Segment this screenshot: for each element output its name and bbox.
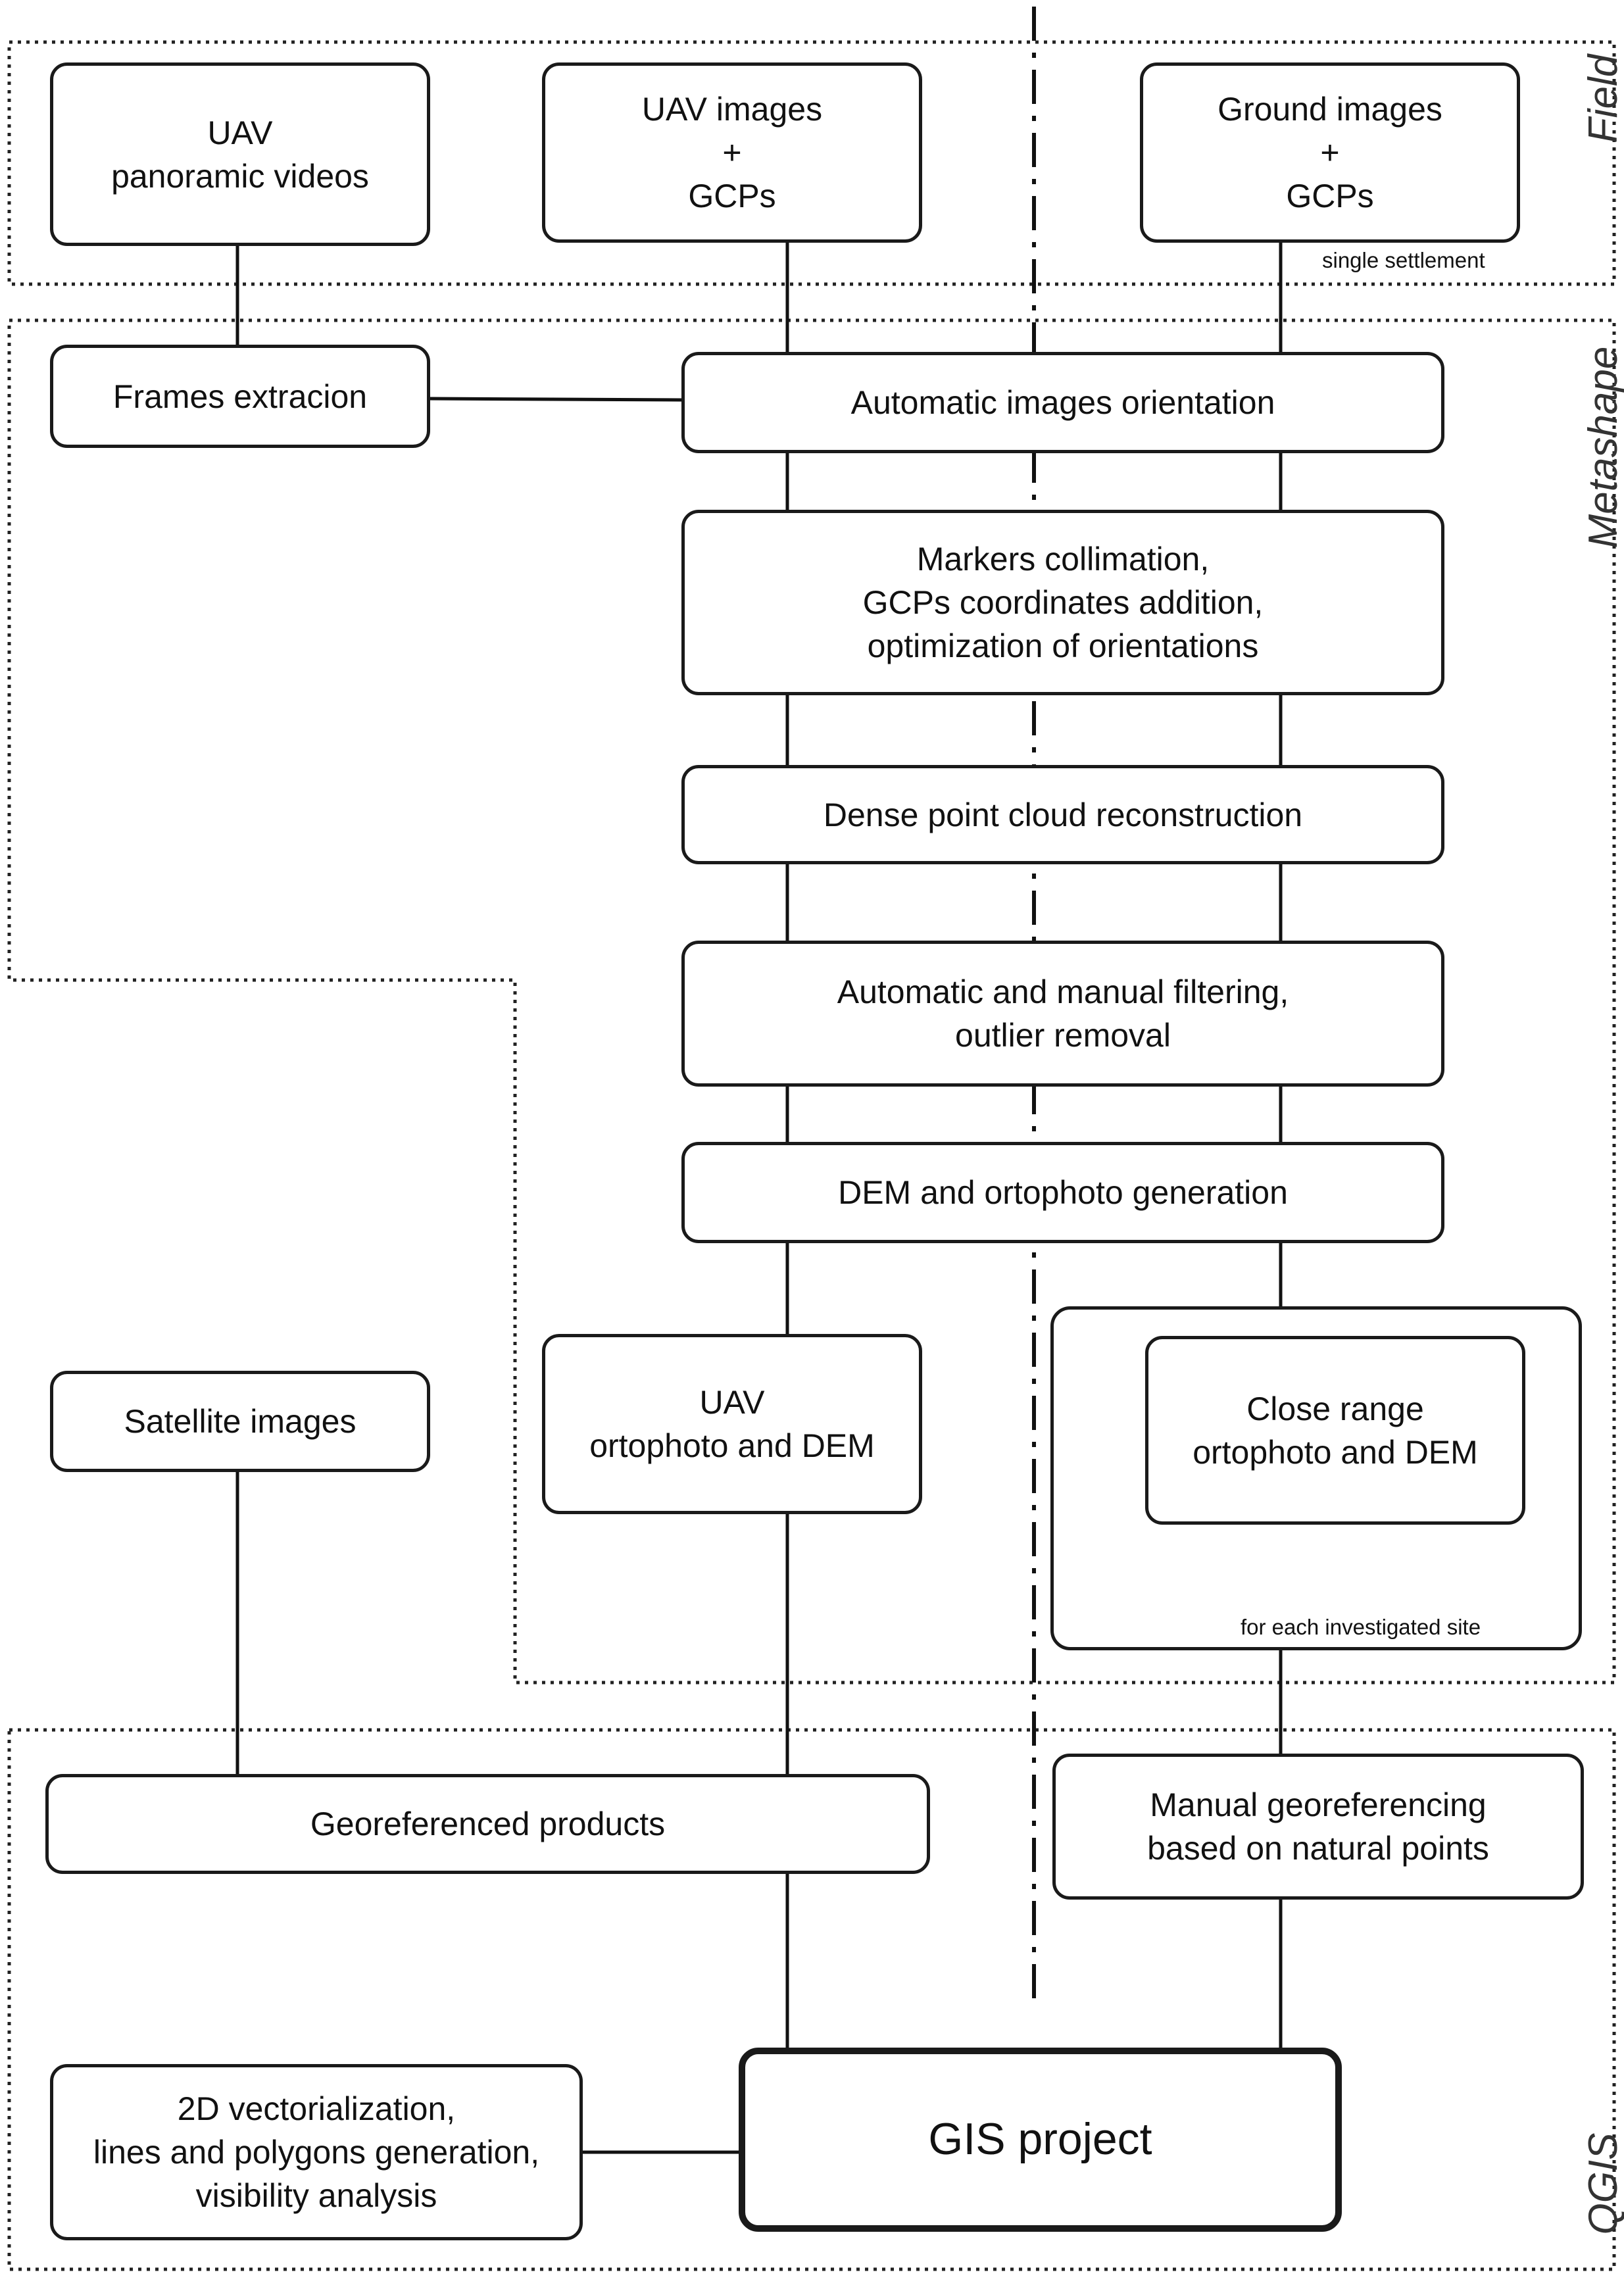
- satellite-images-label: Satellite images: [124, 1403, 357, 1440]
- ground-images-gcps-box: Ground images + GCPs: [1140, 62, 1520, 243]
- uav-images-gcps-label: UAV images + GCPs: [641, 91, 823, 214]
- dem-ortophoto-generation-box: DEM and ortophoto generation: [681, 1142, 1444, 1243]
- uav-ortophoto-dem-label: UAV ortophoto and DEM: [589, 1384, 875, 1464]
- vectorialization-label: 2D vectorialization, lines and polygons …: [93, 2090, 540, 2214]
- markers-collimation-label: Markers collimation, GCPs coordinates ad…: [862, 541, 1264, 664]
- automatic-images-orientation-box: Automatic images orientation: [681, 352, 1444, 453]
- dense-point-cloud-box: Dense point cloud reconstruction: [681, 765, 1444, 864]
- close-range-ortophoto-label: Close range ortophoto and DEM: [1193, 1390, 1478, 1471]
- vectorialization-box: 2D vectorialization, lines and polygons …: [50, 2064, 583, 2240]
- manual-georeferencing-label: Manual georeferencing based on natural p…: [1147, 1786, 1489, 1867]
- filtering-outlier-removal-box: Automatic and manual filtering, outlier …: [681, 941, 1444, 1087]
- satellite-images-box: Satellite images: [50, 1371, 430, 1472]
- frames-extraction-label: Frames extracion: [112, 378, 368, 415]
- georeferenced-products-box: Georeferenced products: [45, 1774, 930, 1874]
- region-outlines: [7, 40, 1616, 2271]
- connectors: [235, 243, 1283, 2154]
- filtering-outlier-removal-label: Automatic and manual filtering, outlier …: [837, 973, 1289, 1054]
- zone-label-qgis: QGIS: [1581, 2132, 1624, 2235]
- manual-georeferencing-box: Manual georeferencing based on natural p…: [1052, 1754, 1584, 1900]
- uav-panoramic-videos-label: UAV panoramic videos: [111, 114, 369, 195]
- connector-frames-orientation: [430, 397, 682, 402]
- ground-images-gcps-label: Ground images + GCPs: [1218, 91, 1442, 214]
- close-range-ortophoto-box: Close range ortophoto and DEM: [1145, 1336, 1525, 1525]
- qgis-region: [7, 1728, 1616, 2271]
- markers-collimation-box: Markers collimation, GCPs coordinates ad…: [681, 510, 1444, 695]
- dense-point-cloud-label: Dense point cloud reconstruction: [823, 796, 1303, 833]
- uav-ortophoto-dem-box: UAV ortophoto and DEM: [542, 1334, 922, 1514]
- uav-panoramic-videos-box: UAV panoramic videos: [50, 62, 430, 246]
- each-investigated-site-note: for each investigated site: [1241, 1615, 1481, 1639]
- zone-label-metashape: Metashape: [1581, 346, 1624, 549]
- single-settlement-note: single settlement: [1322, 248, 1485, 272]
- dem-ortophoto-generation-label: DEM and ortophoto generation: [838, 1174, 1288, 1211]
- frames-extraction-box: Frames extracion: [50, 345, 430, 448]
- uav-images-gcps-box: UAV images + GCPs: [542, 62, 922, 243]
- automatic-images-orientation-label: Automatic images orientation: [850, 384, 1275, 421]
- georeferenced-products-label: Georeferenced products: [310, 1806, 666, 1842]
- gis-project-box: GIS project: [739, 2048, 1342, 2232]
- gis-project-label: GIS project: [928, 2114, 1152, 2165]
- zone-label-field: Field: [1581, 54, 1624, 143]
